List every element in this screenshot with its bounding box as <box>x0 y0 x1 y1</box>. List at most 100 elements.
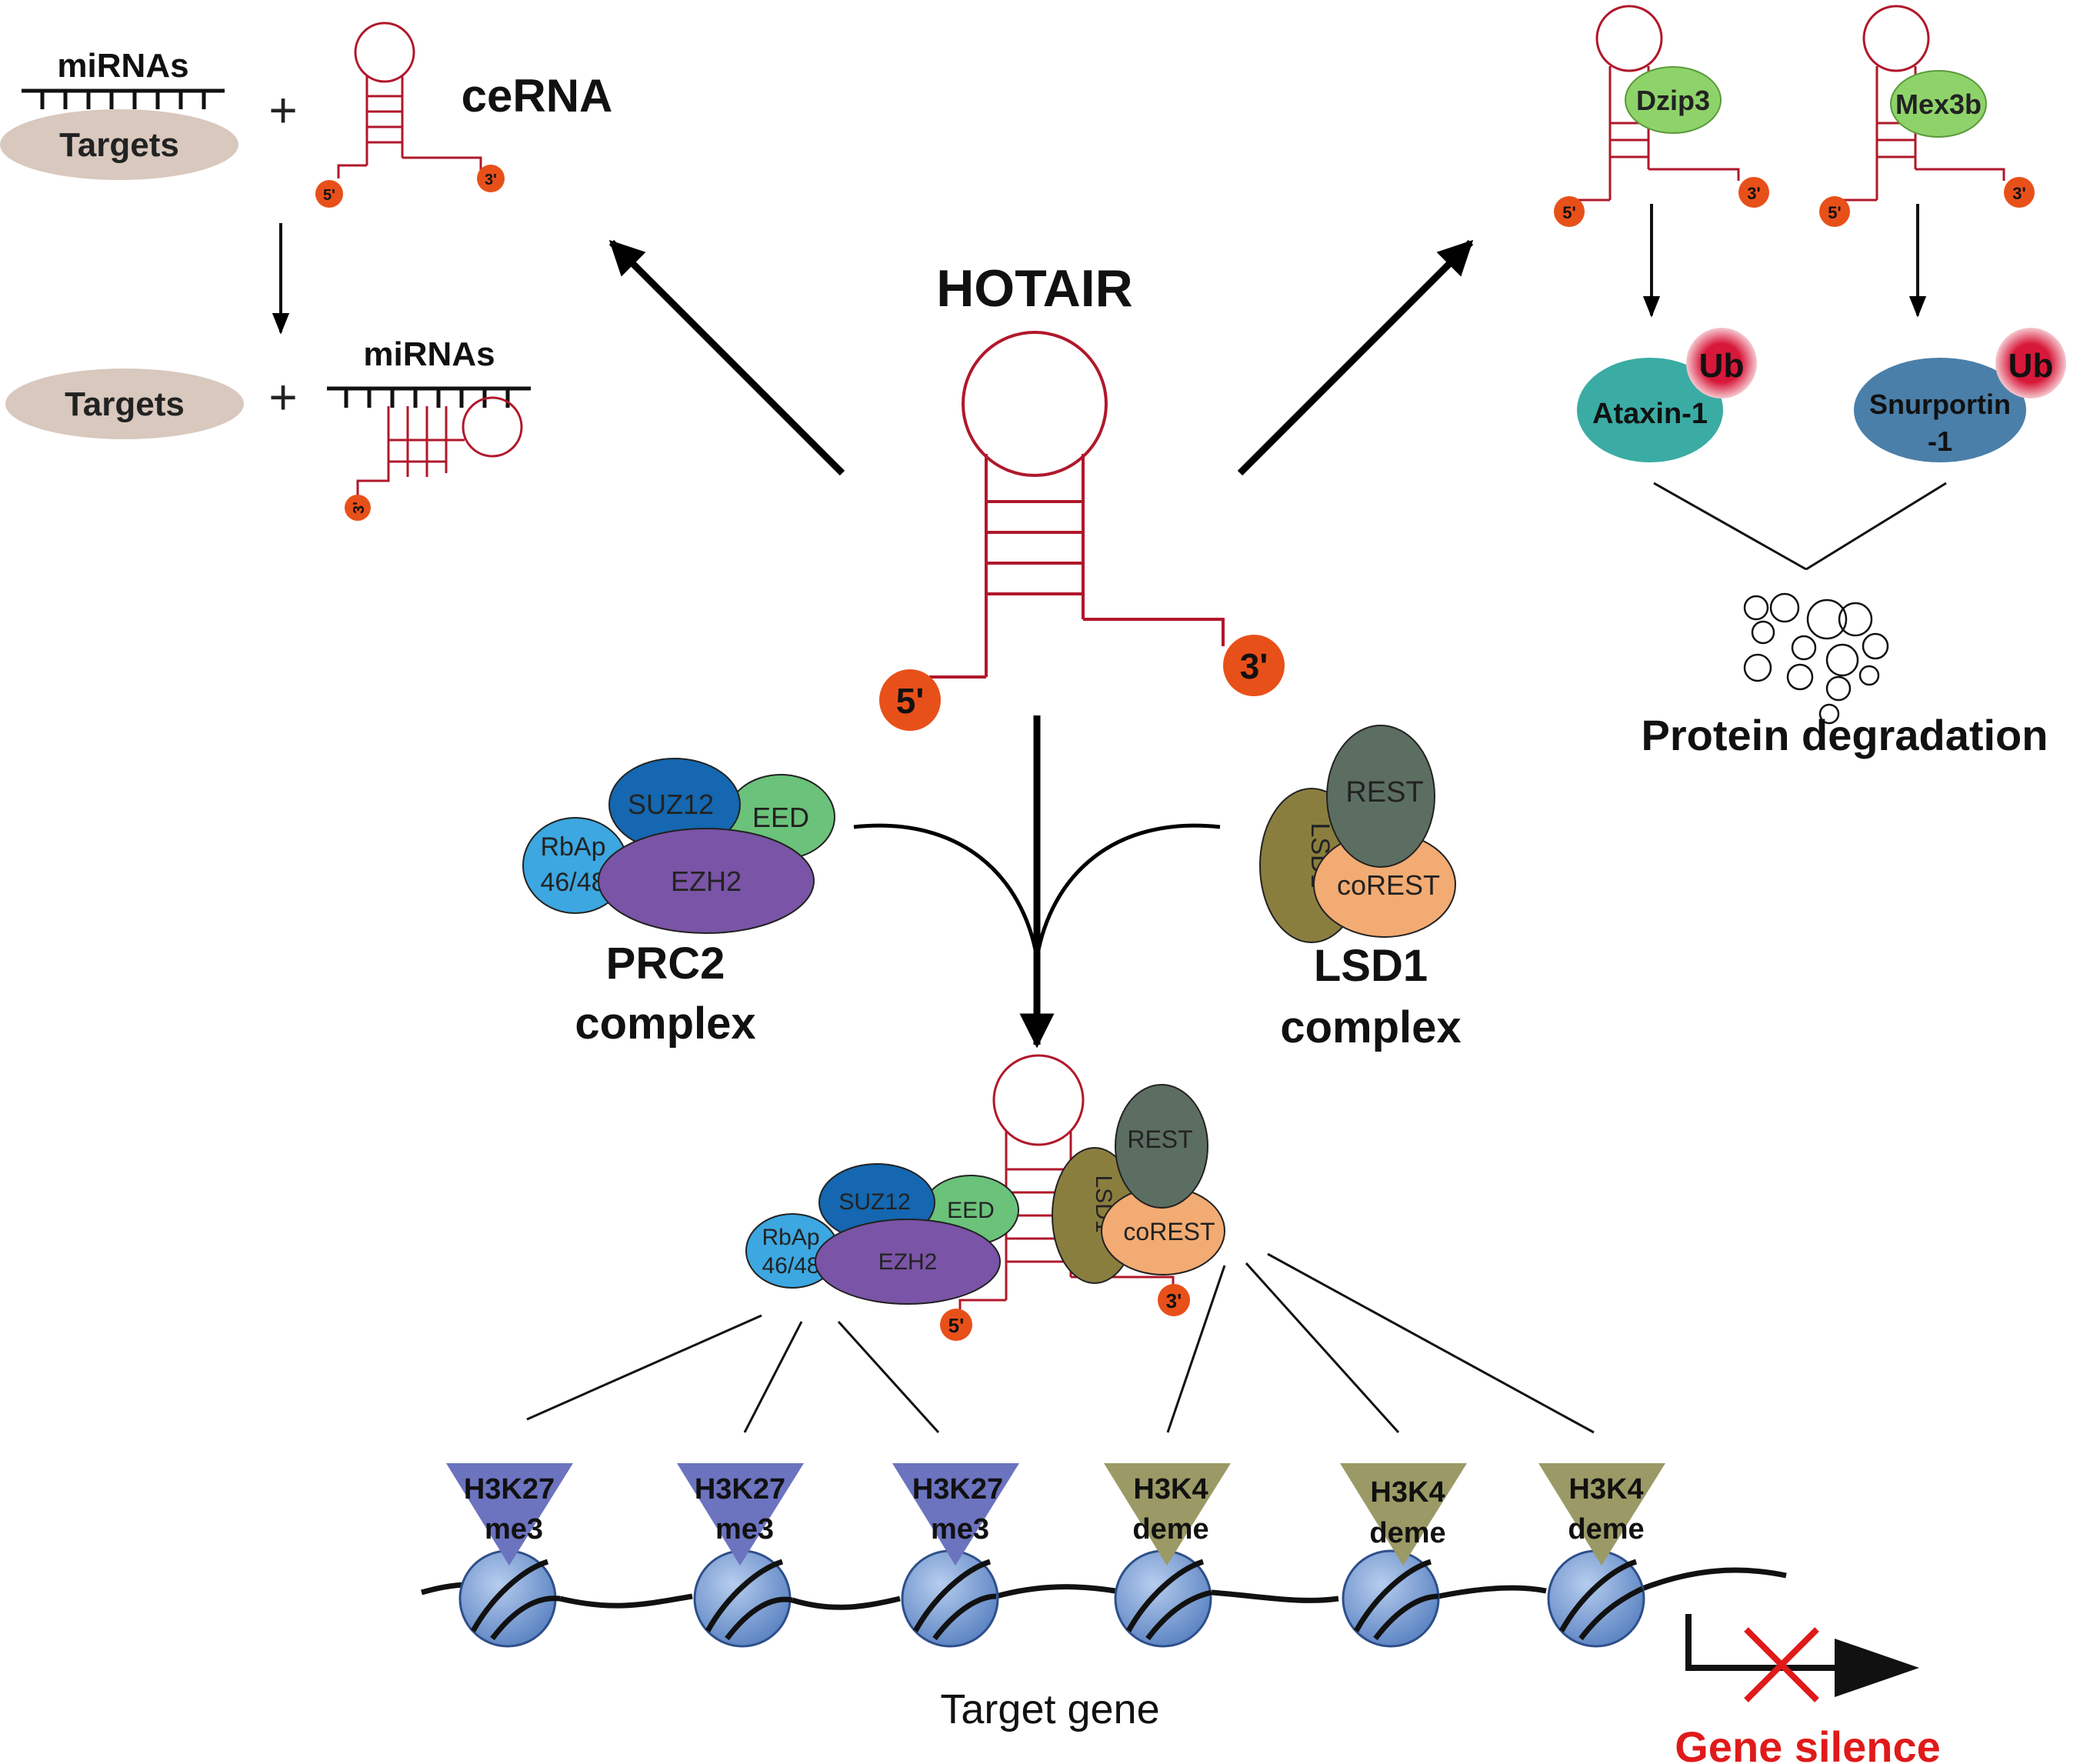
cerna-label: ceRNA <box>462 70 613 122</box>
svg-text:me3: me3 <box>931 1513 989 1546</box>
cerna-3prime-badge: 3' <box>477 165 505 192</box>
svg-text:5': 5' <box>1828 203 1841 222</box>
svg-text:RbAp: RbAp <box>540 832 605 862</box>
degraded-peptide-circles <box>1743 592 1889 725</box>
svg-text:3': 3' <box>2012 184 2025 203</box>
svg-text:Dzip3: Dzip3 <box>1636 85 1710 116</box>
svg-text:46/48: 46/48 <box>540 868 605 897</box>
bottom-3prime-badge: 3' <box>1158 1284 1190 1316</box>
targets-ellipse-bottom: Targets <box>5 368 244 439</box>
histone-mark-4: H3K4 deme <box>1104 1463 1231 1566</box>
prc2-label-line1: PRC2 <box>606 939 725 989</box>
svg-text:H3K27: H3K27 <box>695 1473 785 1506</box>
histone-mark-6: H3K4 deme <box>1538 1463 1665 1566</box>
nucleosome-2 <box>693 1549 793 1648</box>
svg-text:EZH2: EZH2 <box>878 1249 938 1275</box>
mirna-strand-top <box>22 88 225 109</box>
svg-text:5': 5' <box>323 187 335 204</box>
mirnas-label-top: miRNAs <box>57 47 188 85</box>
transcription-start-arrow <box>1685 1614 1919 1697</box>
mex3b-3prime-badge: 3' <box>2004 177 2035 208</box>
lsd1-connector-lines <box>1166 1252 1595 1434</box>
svg-text:H3K27: H3K27 <box>464 1473 555 1506</box>
center-5prime-badge: 5' <box>879 669 941 731</box>
cerna-hairpin <box>337 22 482 178</box>
nucleosome-1 <box>458 1549 561 1648</box>
merge-curve <box>853 823 1221 959</box>
svg-text:H3K4: H3K4 <box>1568 1473 1643 1506</box>
svg-text:-1: -1 <box>1928 425 1952 457</box>
svg-text:5': 5' <box>1562 203 1575 222</box>
histone-mark-2: H3K27 me3 <box>677 1463 804 1566</box>
mirna-strand-bottom <box>327 386 531 408</box>
ezh2-protein: EZH2 <box>598 828 815 934</box>
prc2-complex: RbAp 46/48 EED SUZ12 EZH2 <box>522 758 835 934</box>
svg-text:me3: me3 <box>715 1513 774 1546</box>
nucleosome-6 <box>1547 1549 1645 1648</box>
svg-text:5': 5' <box>948 1314 965 1337</box>
ataxin-1-protein: Ataxin-1 <box>1577 358 1723 462</box>
bottom-5prime-badge: 5' <box>940 1309 972 1341</box>
svg-text:3': 3' <box>1240 646 1268 686</box>
arrow-to-ubiquitination <box>1237 239 1474 476</box>
histone-mark-1: H3K27 me3 <box>446 1463 573 1566</box>
mex3b-protein: Mex3b <box>1890 70 1987 138</box>
svg-text:5': 5' <box>896 681 925 721</box>
nucleosome-3 <box>901 1549 999 1648</box>
svg-text:SUZ12: SUZ12 <box>838 1189 910 1215</box>
prc2-label-line2: complex <box>575 999 755 1049</box>
dzip3-5prime-badge: 5' <box>1554 196 1585 227</box>
lsd1-complex: LSD1 coREST REST <box>1259 725 1456 943</box>
svg-text:REST: REST <box>1345 776 1423 809</box>
svg-text:3': 3' <box>1747 184 1760 203</box>
ub-tag-snurportin: Ub <box>1995 328 2066 398</box>
central-rna-hairpin <box>929 331 1225 685</box>
svg-text:H3K4: H3K4 <box>1133 1473 1208 1506</box>
svg-text:EED: EED <box>752 802 809 833</box>
ataxin-to-degradation-line <box>1653 482 1807 571</box>
svg-text:Targets: Targets <box>59 126 179 164</box>
nucleosome-5 <box>1342 1549 1440 1648</box>
mex3b-5prime-badge: 5' <box>1819 196 1850 227</box>
bound-3prime-badge: 3' <box>345 495 371 521</box>
bottom-lsd1-complex: LSD1 coREST REST <box>1052 1084 1225 1284</box>
svg-text:Mex3b: Mex3b <box>1895 88 1982 120</box>
svg-text:Ataxin-1: Ataxin-1 <box>1592 398 1708 430</box>
cerna-panel: miRNAs Targets + <box>0 22 613 521</box>
svg-text:EZH2: EZH2 <box>671 865 742 897</box>
svg-text:EED: EED <box>947 1198 995 1223</box>
svg-text:deme: deme <box>1132 1513 1208 1546</box>
dzip3-3prime-badge: 3' <box>1738 177 1769 208</box>
gene-silence-label: Gene silence <box>1675 1722 1941 1764</box>
svg-text:Ub: Ub <box>2008 347 2054 385</box>
plus-top: + <box>268 82 297 138</box>
snurportin-1-protein: Snurportin -1 <box>1854 358 2026 462</box>
lsd1-label-line1: LSD1 <box>1314 941 1428 991</box>
svg-text:Ub: Ub <box>1699 347 1745 385</box>
svg-text:coREST: coREST <box>1337 869 1440 901</box>
protein-degradation-label: Protein degradation <box>1642 711 2048 759</box>
svg-text:3': 3' <box>351 502 368 514</box>
histone-mark-3: H3K27 me3 <box>892 1463 1019 1566</box>
svg-text:46/48: 46/48 <box>762 1253 819 1279</box>
snurportin-to-degradation-line <box>1805 482 1947 571</box>
svg-text:Snurportin: Snurportin <box>1869 388 2011 420</box>
svg-text:RbAp: RbAp <box>762 1225 819 1250</box>
ubiquitination-panel: Dzip3 5' 3' Mex3b 5' <box>1554 5 2066 759</box>
target-gene-label: Target gene <box>940 1686 1159 1732</box>
corest-protein: coREST <box>1313 832 1456 938</box>
svg-text:Targets: Targets <box>65 385 185 423</box>
svg-text:me3: me3 <box>485 1513 543 1546</box>
suz12-protein: SUZ12 <box>608 758 741 852</box>
silence-x-icon <box>1744 1627 1819 1702</box>
arrow-to-cerna <box>608 239 845 476</box>
svg-text:3': 3' <box>1166 1289 1182 1312</box>
dzip3-protein: Dzip3 <box>1625 66 1722 134</box>
bottom-prc2-complex: RbAp 46/48 EED SUZ12 EZH2 <box>745 1163 1019 1305</box>
center-3prime-badge: 3' <box>1223 635 1285 696</box>
svg-text:H3K27: H3K27 <box>912 1473 1003 1506</box>
histone-mark-5: H3K4 deme <box>1340 1463 1467 1566</box>
rest-protein: REST <box>1326 725 1435 868</box>
svg-text:deme: deme <box>1369 1517 1445 1549</box>
